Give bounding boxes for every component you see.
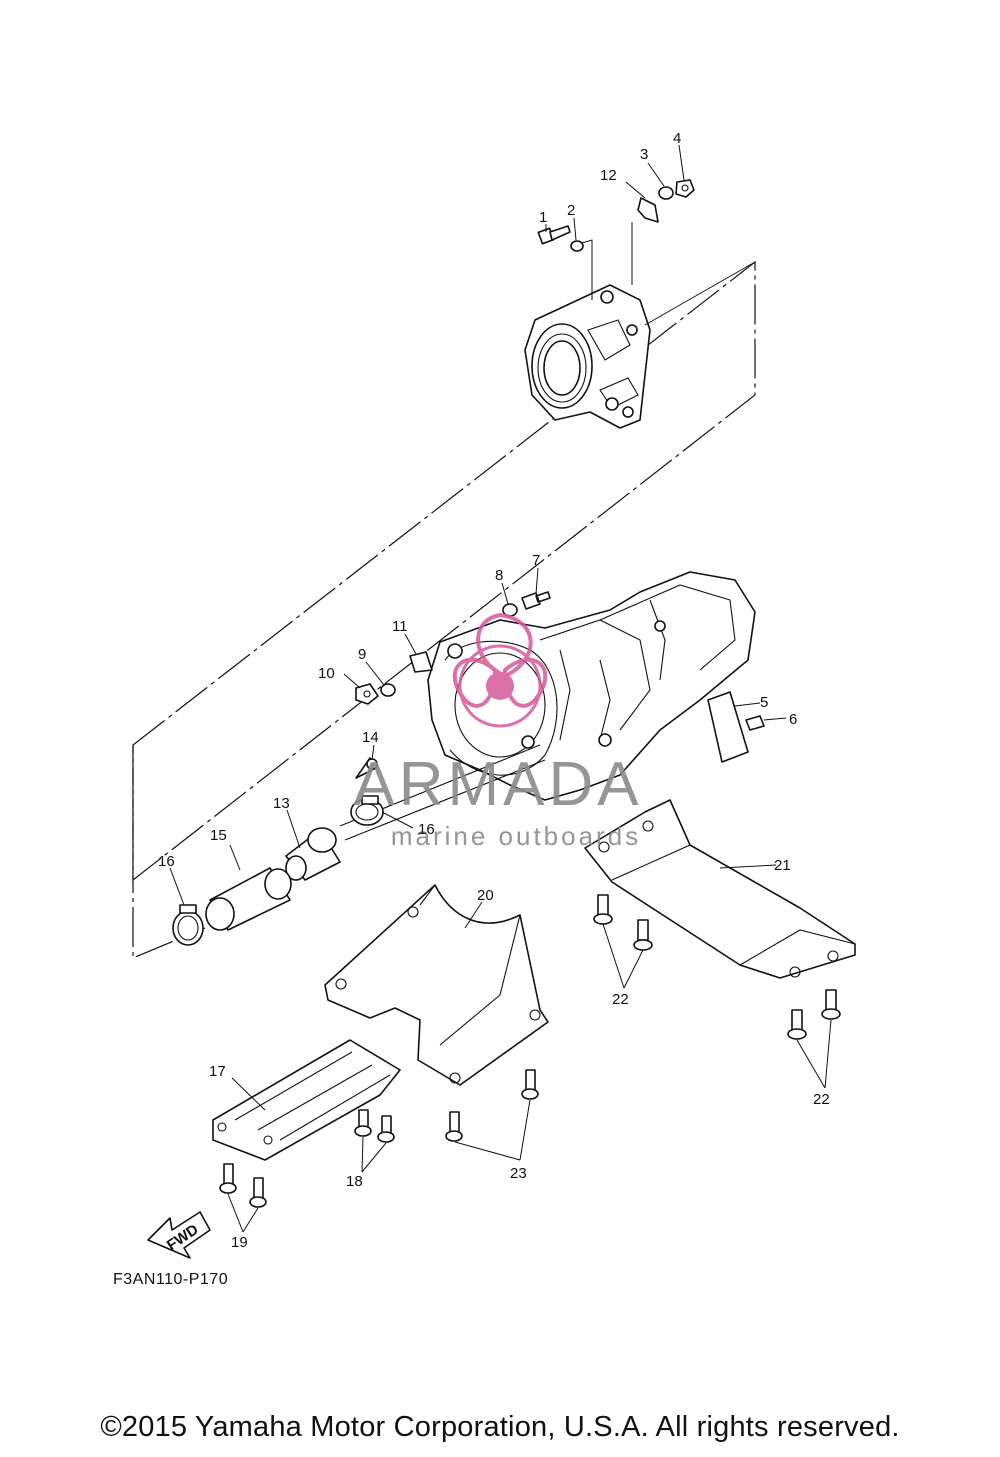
part-label: 9: [358, 646, 366, 663]
jet-pump: [427, 571, 756, 801]
bolt-7: [521, 591, 551, 610]
part-label: 7: [532, 552, 540, 569]
part-label: 20: [477, 887, 494, 904]
part-label: 8: [495, 567, 503, 584]
part-label: 16: [418, 821, 435, 838]
part-label: 4: [673, 130, 681, 147]
part-label: 12: [600, 167, 617, 184]
bolt-6: [745, 715, 765, 731]
coupling-13: [285, 827, 341, 881]
clip-11: [409, 651, 433, 673]
intake-bracket-20: [324, 884, 549, 1086]
leader-lines: [169, 144, 832, 1233]
hose-clamp-16: [172, 904, 204, 946]
part-label: 16: [158, 853, 175, 870]
washer-3: [658, 186, 674, 200]
part-label: 15: [210, 827, 227, 844]
part-label: 13: [273, 795, 290, 812]
copyright-notice: ©2015 Yamaha Motor Corporation, U.S.A. A…: [100, 1411, 900, 1443]
clip-12: [637, 197, 659, 223]
part-label: 23: [510, 1165, 527, 1182]
nut-10: [355, 683, 379, 705]
bolts-22-right: [787, 989, 841, 1040]
bolts-23: [445, 1069, 539, 1142]
part-labels: 1 2 3 4 5 6 7 8 9 10 11 12 13 14 15 16 1…: [158, 130, 830, 1251]
bolts-22-left: [593, 894, 653, 951]
nozzle-housing: [524, 261, 756, 429]
washer-9: [380, 683, 396, 697]
rubber-block-5: [707, 691, 749, 763]
intake-grate-17: [212, 1039, 401, 1161]
part-label: 3: [640, 146, 648, 163]
bolt-1: [537, 225, 571, 245]
part-label: 21: [774, 857, 791, 874]
watermark-brand: ARMADA: [353, 750, 642, 819]
washer-2: [570, 240, 584, 252]
nut-4: [675, 179, 695, 198]
hose-15: [205, 867, 292, 931]
part-label: 2: [567, 202, 575, 219]
ride-plate-21: [584, 799, 856, 979]
watermark: ARMADA marine outboards: [353, 612, 642, 851]
diagram-code: F3AN110-P170: [113, 1271, 229, 1288]
part-label: 10: [318, 665, 335, 682]
part-label: 22: [612, 991, 629, 1008]
forward-arrow: FWD: [147, 1211, 211, 1259]
part-label: 5: [760, 694, 768, 711]
watermark-tagline: marine outboards: [391, 821, 641, 851]
bolts-18: [354, 1109, 395, 1143]
part-label: 18: [346, 1173, 363, 1190]
part-label: 14: [362, 729, 379, 746]
part-label: 11: [392, 618, 408, 635]
part-label: 1: [539, 209, 547, 226]
bolts-19: [219, 1163, 267, 1208]
part-label: 6: [789, 711, 797, 728]
part-label: 22: [813, 1091, 830, 1108]
watermark-logo: [452, 612, 548, 728]
part-label: 17: [209, 1063, 226, 1080]
part-label: 19: [231, 1234, 248, 1251]
